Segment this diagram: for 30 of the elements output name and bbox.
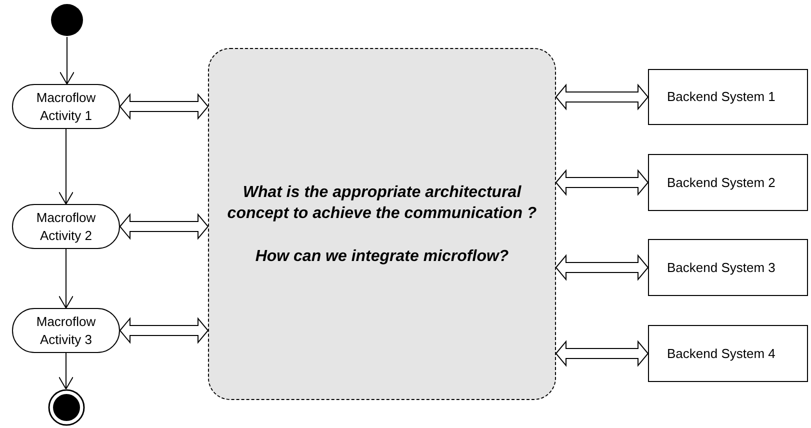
activity-label: Macroflow Activity 3	[35, 312, 97, 348]
question-panel	[208, 48, 556, 400]
activity-node	[12, 204, 120, 249]
initial-node	[50, 3, 84, 37]
final-node	[48, 389, 85, 426]
activity-label: Macroflow Activity 1	[35, 88, 97, 124]
system-box	[648, 325, 808, 382]
system-label: Backend System 2	[667, 174, 776, 192]
system-box	[648, 239, 808, 296]
double-arrow	[555, 84, 649, 110]
question-text: What is the appropriate architectural concept to achieve the communication ?	[226, 182, 538, 224]
flow-arrow	[58, 248, 74, 308]
activity-node	[12, 308, 120, 353]
system-label: Backend System 1	[667, 88, 776, 106]
activity-label: Macroflow Activity 2	[35, 208, 97, 244]
system-box	[648, 69, 808, 125]
double-arrow	[555, 254, 649, 281]
double-arrow	[119, 317, 209, 344]
flow-arrow	[60, 36, 74, 84]
system-box	[648, 154, 808, 211]
flow-arrow	[58, 128, 74, 204]
system-label: Backend System 4	[667, 344, 776, 363]
system-label: Backend System 3	[667, 258, 776, 277]
double-arrow	[119, 213, 209, 240]
question-text: How can we integrate microflow?	[255, 246, 509, 266]
activity-node	[12, 84, 120, 129]
double-arrow	[119, 93, 209, 120]
double-arrow	[555, 169, 649, 196]
flow-arrow	[58, 352, 74, 390]
double-arrow	[555, 340, 649, 367]
